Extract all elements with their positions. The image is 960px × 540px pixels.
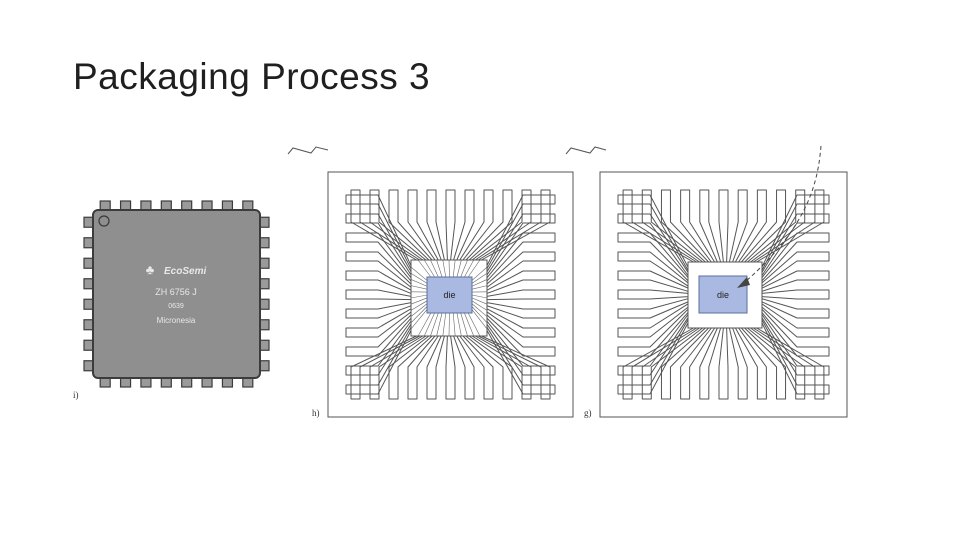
chip-pin [140,377,152,388]
bond-wire [424,259,435,278]
bond-wire [442,312,447,337]
chip-pin [259,257,270,269]
chip-pin [259,298,270,310]
bond-wire [410,309,428,330]
bond-wire [460,312,468,337]
bond-wire [410,306,428,323]
chip-body [92,209,261,379]
bond-wire [442,259,447,278]
bond-wire [467,259,481,278]
chip-pin [83,319,94,331]
chip-pin [242,377,254,388]
bond-wire [456,259,462,278]
chip-pin [140,200,152,211]
chip-pin [83,278,94,290]
chip-pin [181,377,193,388]
pin1-marker [98,215,110,227]
bond-wire [423,312,435,337]
chip-pin [201,200,213,211]
panel-g-label: g) [584,408,592,418]
bond-wire [471,306,488,323]
chip-pin [160,377,172,388]
bond-wire [417,259,432,278]
bond-wire [471,294,488,299]
break-mark-left [287,146,329,155]
bond-wire [464,259,474,278]
die-g-label: die [717,290,729,300]
bond-wire [430,312,439,337]
bond-wire [410,273,428,284]
panel-h-label: h) [312,408,320,418]
bond-wire [471,285,488,290]
bond-wire [471,273,488,284]
chip-pin [83,360,94,372]
bond-wire [448,312,450,337]
placement-arrowhead [737,277,750,288]
chip-date-code: 0639 [168,303,184,310]
chip-pin [119,200,132,211]
panel-g-lead-frame: die g) [584,145,848,418]
panel-i-packaged-chip: ♣ EcoSemi ZH 6756 J 0639 Micronesia i) [73,200,270,400]
bond-wire [471,309,488,330]
bond-wire [410,279,428,287]
bond-wire [410,266,428,281]
break-mark-right [565,146,607,155]
chip-pin [99,377,111,388]
chip-pin [259,339,270,351]
chip-pin [83,216,94,228]
bond-wires-h [410,259,488,337]
chip-pin [181,200,193,211]
chip-brand: EcoSemi [164,266,206,277]
panel-i-label: i) [73,390,79,400]
bond-wire [410,294,428,299]
bond-wire [471,279,488,287]
bond-wire [417,312,432,337]
chip-pin [259,360,270,372]
bond-wire [471,303,488,317]
bond-wire [448,259,450,278]
chip-pin [83,257,94,269]
chip-pin [99,200,111,211]
chip-pin [242,200,254,211]
bond-wire [410,303,428,317]
bond-wire [452,312,456,337]
bond-wire [456,312,462,337]
chip-pin [83,298,94,310]
chip-pin [259,216,270,228]
chip-pin [201,377,213,388]
die-h [426,276,473,314]
bond-wire [436,312,443,337]
bond-wire [464,312,475,337]
bond-wire [471,300,488,311]
chip-pin [83,339,94,351]
chip-pin [221,200,234,211]
chip-pin [83,237,94,249]
bond-wire [430,259,439,278]
bond-wire [460,259,468,278]
bond-wire [410,300,428,311]
chip-pin [259,278,270,290]
panel-h-wire-bonded-frame: die h) [312,171,574,418]
chip-pin [259,237,270,249]
bond-wire [436,259,443,278]
bond-wire [410,297,428,305]
chip-pin [259,319,270,331]
chip-pin [119,377,132,388]
die-h-label: die [443,290,455,300]
chip-origin: Micronesia [157,316,196,325]
chip-pin [221,377,234,388]
bond-wire [452,259,456,278]
bond-wire [410,285,428,290]
slide-title: Packaging Process 3 [73,56,431,97]
clover-icon: ♣ [146,262,155,277]
bond-wire [471,297,488,305]
chip-part-number: ZH 6756 J [155,287,197,297]
bond-wire [467,312,481,337]
die-g [698,275,748,314]
bond-wire [471,266,488,281]
chip-pin [160,200,172,211]
